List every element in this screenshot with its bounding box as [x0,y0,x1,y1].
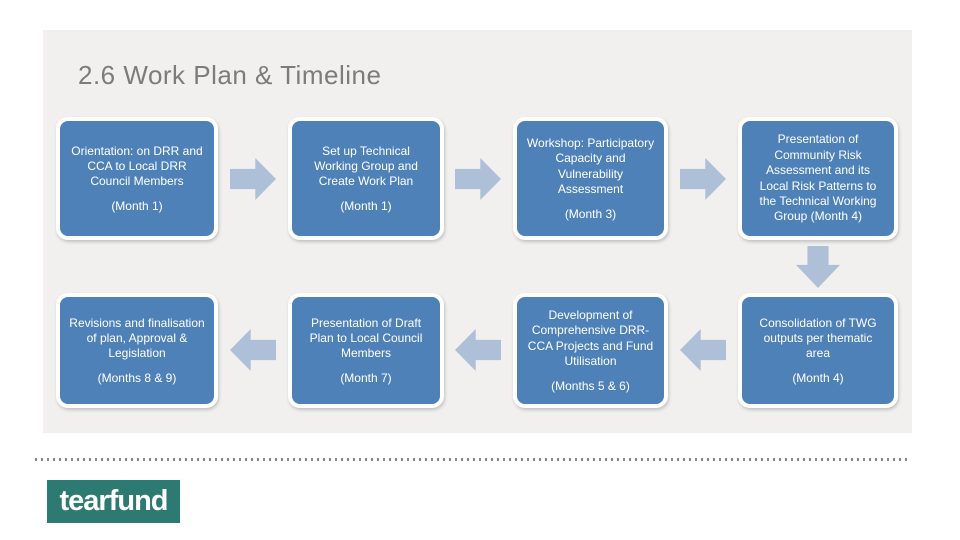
flow-box-month: (Month 4) [792,370,844,385]
flow-box-consolidation: Consolidation of TWG outputs per themati… [738,293,898,408]
flow-box-text: Workshop: Participatory Capacity and Vul… [526,136,655,197]
flow-box-text: Consolidation of TWG outputs per themati… [759,315,877,361]
flow-box-setup-twg: Set up Technical Working Group and Creat… [288,117,444,240]
flow-box-draft-plan: Presentation of Draft Plan to Local Coun… [288,293,444,408]
flow-box-text: Revisions and finalisation of plan, Appr… [69,315,205,361]
slide-title: 2.6 Work Plan & Timeline [78,60,382,90]
flow-box-revisions: Revisions and finalisation of plan, Appr… [56,293,218,408]
flow-box-month: (Months 5 & 6) [551,378,630,393]
flow-box-text: Set up Technical Working Group and Creat… [314,143,418,189]
flow-box-month: (Month 3) [564,206,617,221]
flow-box-orientation: Orientation: on DRR and CCA to Local DRR… [56,117,218,240]
flow-box-text: Orientation: on DRR and CCA to Local DRR… [71,143,203,189]
flow-box-development: Development of Comprehensive DRR-CCA Pro… [513,293,668,408]
flow-box-workshop: Workshop: Participatory Capacity and Vul… [513,117,668,240]
flow-box-month: (Month 1) [111,198,163,213]
flow-box-text: Development of Comprehensive DRR-CCA Pro… [527,308,654,369]
tearfund-logo: tearfund [47,480,180,523]
flow-box-presentation-cra: Presentation of Community Risk Assessmen… [738,117,898,240]
flow-box-month: (Months 8 & 9) [97,370,177,385]
flow-box-text: Presentation of Draft Plan to Local Coun… [309,315,423,361]
flow-box-month: (Month 7) [340,370,392,385]
flow-box-month: (Month 1) [340,198,392,213]
flow-box-text: Presentation of Community Risk Assessmen… [759,132,877,224]
dotted-divider [35,458,911,461]
